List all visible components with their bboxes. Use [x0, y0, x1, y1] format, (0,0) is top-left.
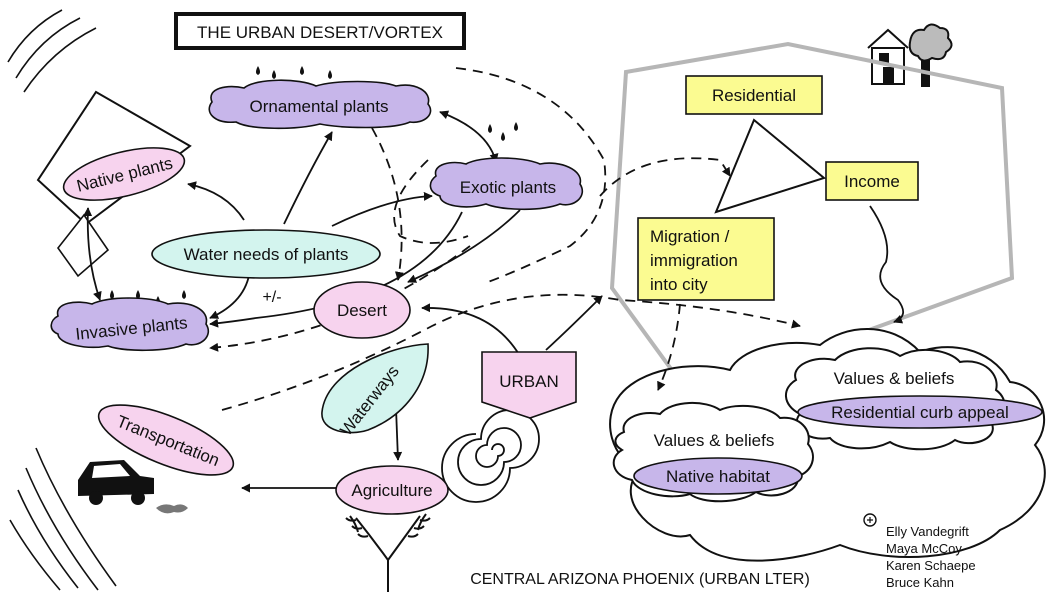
- drops-ornamental: [256, 66, 332, 79]
- socioeconomic-triangle: [714, 118, 827, 214]
- node-waterways: [321, 343, 429, 434]
- urban-vortex-spiral: [441, 409, 540, 503]
- wind-lines-top-left: [7, 9, 97, 93]
- node-native-habitat: [633, 457, 803, 495]
- edge-waterways-to-agriculture: [393, 407, 403, 461]
- node-residential: [685, 75, 823, 115]
- node-urban: [481, 351, 577, 419]
- native-habitat-label: Native habitat: [666, 467, 770, 486]
- node-invasive-plants: [50, 297, 210, 352]
- node-migration: [637, 217, 775, 301]
- plus-minus-label: +/-: [262, 289, 281, 306]
- edge-water-to-native: [187, 181, 245, 221]
- diagram-title: THE URBAN DESERT/VORTEX: [197, 23, 443, 42]
- footer-caption: CENTRAL ARIZONA PHOENIX (URBAN LTER): [470, 571, 810, 588]
- ornamental-plants-label: Ornamental plants: [250, 97, 389, 116]
- agriculture-label: Agriculture: [351, 481, 432, 500]
- node-ornamental-plants: [208, 79, 432, 130]
- edge-urban-to-desert: [421, 303, 521, 357]
- migration-line-2: immigration: [650, 251, 738, 270]
- curb-appeal-label: Residential curb appeal: [831, 403, 1009, 422]
- node-desert: [313, 281, 411, 339]
- node-residential-curb-appeal: [797, 395, 1043, 429]
- dash-ornamental-to-desert: [371, 127, 404, 281]
- edge-water-to-ornamental: [283, 131, 333, 225]
- wind-lines-bottom-left: [9, 447, 117, 591]
- node-transportation: [97, 404, 235, 476]
- node-exotic-plants: [429, 157, 584, 211]
- dashed-connections: [209, 67, 801, 411]
- credit-name-2: Maya McCoy: [886, 541, 962, 556]
- socioeconomic-boundary: [609, 41, 1015, 398]
- exotic-plants-label: Exotic plants: [460, 178, 556, 197]
- water-needs-label: Water needs of plants: [184, 245, 349, 264]
- edge-water-to-exotic: [331, 191, 433, 227]
- solid-connections: [83, 110, 904, 493]
- drops-exotic: [488, 122, 518, 141]
- credit-name-3: Karen Schaepe: [886, 558, 976, 573]
- edge-exotic-to-invasive: [209, 211, 463, 328]
- native-small-diamond: [57, 213, 110, 278]
- node-native-plants: [62, 147, 186, 201]
- node-agriculture: [335, 465, 449, 515]
- edge-urban-to-hexagon: [545, 295, 603, 351]
- credit-name-4: Bruce Kahn: [886, 575, 954, 590]
- node-water-needs: [151, 229, 381, 279]
- values-beliefs-label-1: Values & beliefs: [834, 369, 955, 388]
- credit-name-1: Elly Vandegrift: [886, 524, 969, 539]
- credits-mark-icon: [863, 513, 877, 527]
- node-income: [825, 161, 919, 201]
- desert-label: Desert: [337, 301, 387, 320]
- urban-label: URBAN: [499, 372, 559, 391]
- dash-migration-to-habitat: [657, 303, 681, 391]
- migration-line-3: into city: [650, 275, 708, 294]
- edge-income-to-values: [869, 205, 904, 324]
- residential-label: Residential: [712, 86, 796, 105]
- branching-plant-icon: [345, 513, 431, 592]
- values-beliefs-label-2: Values & beliefs: [654, 431, 775, 450]
- migration-line-1: Migration /: [650, 227, 730, 246]
- edge-ornamental-exotic: [439, 110, 499, 163]
- title-box: [174, 12, 466, 50]
- dash-to-migration: [599, 157, 731, 197]
- dash-lower-loop: [221, 293, 801, 411]
- car-icon: [78, 460, 188, 514]
- edge-exotic-to-desert: [407, 209, 521, 283]
- house-icon: [867, 28, 909, 85]
- dash-exotic-loop: [393, 159, 469, 244]
- edge-native-invasive: [83, 207, 102, 301]
- income-label: Income: [844, 172, 900, 191]
